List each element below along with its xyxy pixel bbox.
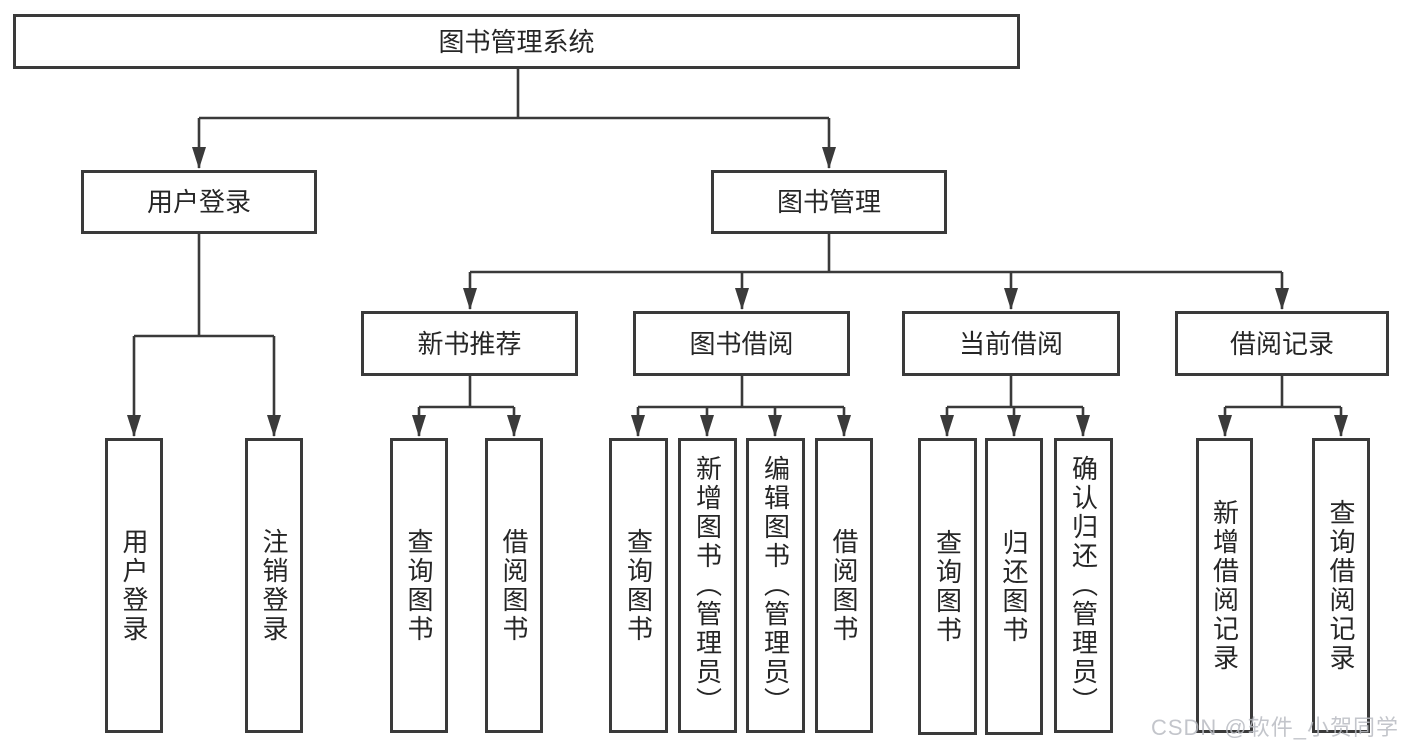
node-current-borrowing-label: 当前借阅 [958, 328, 1063, 359]
leaf-query-borrow-record-label: 查询借阅记录 [1326, 498, 1356, 673]
leaf-recommend-borrow-books: 借阅图书 [485, 438, 543, 733]
leaf-confirm-return-admin: 确认归还（管理员） [1054, 438, 1113, 733]
node-new-book-recommend-label: 新书推荐 [417, 328, 522, 359]
leaf-add-books-admin-label: 新增图书（管理员） [692, 455, 723, 716]
node-borrowing-records: 借阅记录 [1175, 311, 1389, 376]
leaf-borrowing-borrow-books: 借阅图书 [815, 438, 873, 733]
leaf-recommend-query-books-label: 查询图书 [404, 527, 434, 644]
leaf-borrowing-query-books-label: 查询图书 [623, 527, 654, 644]
leaf-query-borrow-record: 查询借阅记录 [1312, 438, 1370, 733]
leaf-return-books: 归还图书 [985, 438, 1043, 735]
leaf-add-borrow-record: 新增借阅记录 [1196, 438, 1253, 733]
leaf-edit-books-admin-label: 编辑图书（管理员） [760, 455, 791, 716]
node-new-book-recommend: 新书推荐 [361, 311, 578, 376]
leaf-user-login-label: 用户登录 [119, 527, 149, 644]
node-current-borrowing: 当前借阅 [902, 311, 1120, 376]
leaf-recommend-query-books: 查询图书 [390, 438, 448, 733]
leaf-return-books-label: 归还图书 [999, 528, 1029, 645]
leaf-user-login: 用户登录 [105, 438, 163, 733]
node-borrowing-records-label: 借阅记录 [1229, 328, 1334, 359]
node-root-label: 图书管理系统 [438, 26, 595, 57]
leaf-recommend-borrow-books-label: 借阅图书 [499, 527, 529, 644]
leaf-edit-books-admin: 编辑图书（管理员） [746, 438, 805, 733]
leaf-logout: 注销登录 [245, 438, 303, 733]
node-user-login-label: 用户登录 [146, 187, 251, 217]
csdn-watermark: CSDN @软件_小贺同学 [1150, 715, 1399, 740]
leaf-add-books-admin: 新增图书（管理员） [678, 438, 737, 733]
node-book-management-label: 图书管理 [776, 187, 881, 217]
node-book-management: 图书管理 [711, 170, 947, 234]
node-book-borrowing: 图书借阅 [633, 311, 850, 376]
leaf-confirm-return-admin-label: 确认归还（管理员） [1068, 455, 1099, 716]
leaf-borrowing-borrow-books-label: 借阅图书 [829, 527, 859, 644]
leaf-logout-label: 注销登录 [259, 527, 289, 644]
node-user-login: 用户登录 [81, 170, 317, 234]
node-root: 图书管理系统 [13, 14, 1020, 69]
node-book-borrowing-label: 图书借阅 [689, 328, 794, 359]
leaf-current-query-books: 查询图书 [918, 438, 977, 735]
leaf-current-query-books-label: 查询图书 [932, 528, 963, 645]
leaf-add-borrow-record-label: 新增借阅记录 [1209, 498, 1240, 673]
leaf-borrowing-query-books: 查询图书 [609, 438, 668, 733]
